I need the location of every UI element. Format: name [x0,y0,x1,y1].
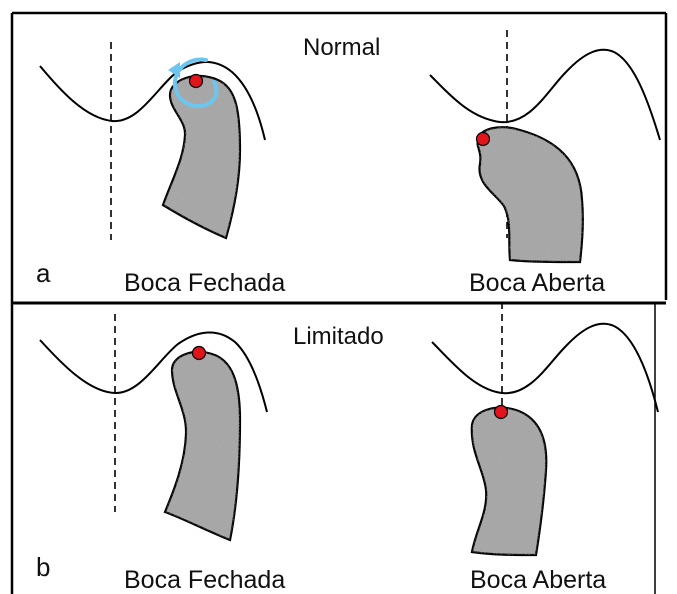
panel-a-letter: a [36,258,51,288]
contact-point-icon [193,347,206,360]
panel-b-letter: b [36,552,50,582]
contact-point-icon [190,75,203,88]
panel-a: Normal a Boca Fechada Boca Aberta [36,30,660,297]
panel-a-title: Normal [303,34,380,61]
panel-b: Limitado b Boca Fechada Boca Aberta [36,302,658,594]
contact-point-icon [477,133,490,146]
panel-b-right-caption: Boca Aberta [470,566,606,594]
articular-eminence-curve [430,50,660,140]
panel-a-closed-mouth [40,42,265,240]
contact-point-icon [495,406,508,419]
panel-a-right-caption: Boca Aberta [469,269,605,297]
articular-eminence-curve [432,324,658,412]
panel-a-left-caption: Boca Fechada [124,269,285,297]
figure-frame [12,13,666,594]
panel-b-title: Limitado [293,323,384,350]
panel-b-closed-mouth [40,314,267,540]
panel-a-open-mouth [430,30,660,262]
panel-b-left-caption: Boca Fechada [124,566,285,594]
panel-b-open-mouth [432,302,658,555]
